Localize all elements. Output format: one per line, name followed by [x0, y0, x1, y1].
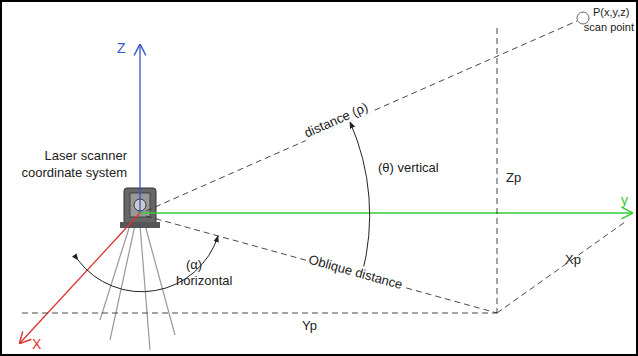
y-axis [140, 212, 632, 213]
caption-text: coordinate system [22, 165, 128, 180]
vertical-angle-arc [350, 122, 370, 274]
axis-label: Z [117, 40, 126, 56]
distance-label: Oblique distance [305, 251, 406, 292]
angle-label: horizontal [176, 273, 232, 288]
angle-label: (θ) vertical [376, 160, 441, 175]
dimension-label: Xp [565, 252, 581, 267]
point-label: scan point [584, 21, 634, 34]
caption-text: Laser scanner [45, 148, 127, 163]
construction-lines [22, 21, 625, 313]
axis-label: X [32, 336, 41, 352]
z-axis [139, 45, 140, 213]
dimension-label: Zp [506, 170, 521, 185]
x-axis [20, 213, 140, 343]
point-label: P(x,y,z) [593, 6, 629, 19]
angle-label: (α) [186, 257, 202, 272]
distance-label: distance (ρ) [300, 99, 372, 142]
axis-label: y [621, 192, 628, 208]
dimension-label: Yp [300, 318, 319, 333]
